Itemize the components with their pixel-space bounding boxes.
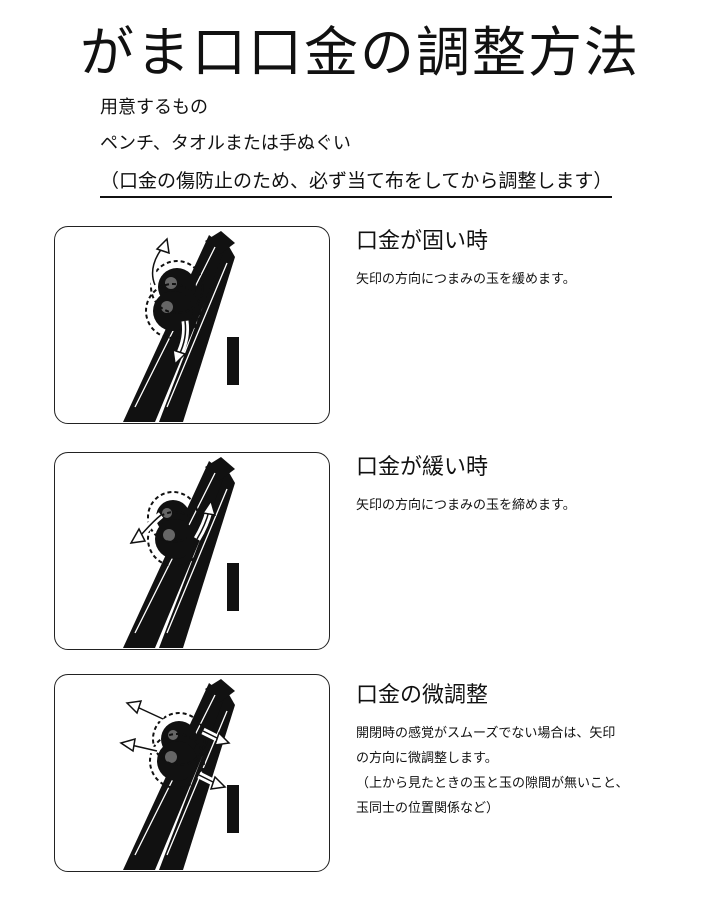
step-fine-adjust-body-line: の方向に微調整します。 (356, 751, 498, 766)
page-title: がま口口金の調整方法 (80, 21, 640, 84)
step-stiff-text: 口金が固い時 矢印の方向につまみの玉を緩めます。 (356, 227, 696, 292)
clasp-fine-adjust-drawing (119, 679, 239, 870)
step-loose-heading: 口金が緩い時 (356, 455, 489, 480)
preparation-section: 用意するもの ペンチ、タオルまたは手ぬぐい （口金の傷防止のため、必ず当て布をし… (100, 95, 700, 198)
step-stiff-heading: 口金が固い時 (356, 229, 489, 254)
clasp-tighten-illustration (54, 452, 330, 650)
clasp-loosen-illustration (54, 226, 330, 424)
step-fine-adjust-text: 口金の微調整 開閉時の感覚がスムーズでない場合は、矢印 の方向に微調整します。 … (356, 681, 696, 821)
step-fine-adjust-body-line: 開閉時の感覚がスムーズでない場合は、矢印 (356, 726, 616, 741)
protection-note: （口金の傷防止のため、必ず当て布をしてから調整します） (100, 167, 613, 198)
clasp-fine-adjust-illustration (54, 674, 330, 872)
step-stiff-body-line: 矢印の方向につまみの玉を緩めます。 (356, 272, 576, 287)
step-loose-text: 口金が緩い時 矢印の方向につまみの玉を締めます。 (356, 453, 696, 518)
step-loose-body-line: 矢印の方向につまみの玉を締めます。 (356, 498, 576, 513)
required-items-list: ペンチ、タオルまたは手ぬぐい (100, 133, 351, 154)
clasp-tighten-drawing (123, 457, 239, 648)
step-fine-adjust-body-line: （上から見たときの玉と玉の隙間が無いこと、 (356, 776, 629, 791)
clasp-loosen-drawing (123, 231, 239, 422)
step-fine-adjust-heading: 口金の微調整 (356, 683, 489, 708)
required-items-heading: 用意するもの (100, 97, 208, 118)
step-fine-adjust-body-line: 玉同士の位置関係など） (356, 801, 500, 816)
